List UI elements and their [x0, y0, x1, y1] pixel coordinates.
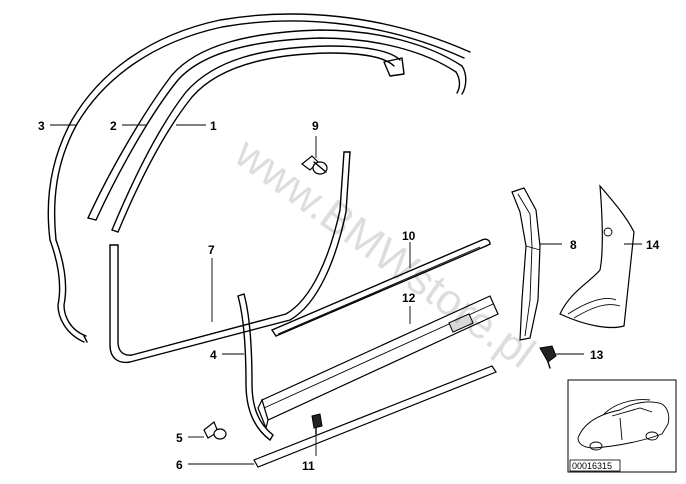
leader-lines: [50, 124, 642, 465]
callout-13: 13: [590, 348, 604, 362]
part-6-lower-sill-seal[interactable]: [253, 365, 497, 468]
part-1-inner-window-seal[interactable]: [111, 45, 405, 233]
watermark: www.BMWstore.pl: [225, 128, 543, 378]
callout-1: 1: [210, 119, 217, 133]
callout-4: 4: [210, 348, 217, 362]
part-10-door-sill-rail[interactable]: [271, 238, 491, 337]
part-2-window-channel[interactable]: [87, 29, 467, 221]
callout-7: 7: [208, 243, 215, 257]
part-7-door-opening-seal[interactable]: [109, 151, 351, 364]
part-8-pillar-trim[interactable]: [511, 187, 541, 341]
callout-8: 8: [570, 238, 577, 252]
vehicle-thumbnail: 00016315: [567, 379, 677, 473]
callout-6: 6: [176, 458, 183, 472]
part-5-clip[interactable]: [203, 421, 227, 440]
part-3-outer-door-seal[interactable]: [47, 13, 471, 343]
car-icon: [577, 399, 670, 451]
part-11-clip[interactable]: [311, 413, 323, 435]
callout-14: 14: [646, 238, 660, 252]
reference-number: 00016315: [572, 461, 612, 471]
part-4-pillar-seal[interactable]: [237, 293, 274, 441]
callout-9: 9: [312, 119, 319, 133]
callout-10: 10: [402, 229, 416, 243]
callout-11: 11: [302, 459, 315, 473]
callout-labels: 3 2 1 7 9 10 12 8 14 4 5 6 11 13: [38, 119, 660, 473]
callout-12: 12: [402, 291, 416, 305]
part-9-clip[interactable]: [301, 155, 328, 175]
callout-2: 2: [110, 119, 117, 133]
part-12-sill-trim-panel[interactable]: [257, 295, 499, 430]
callout-3: 3: [38, 119, 45, 133]
part-13-clip[interactable]: [539, 345, 557, 369]
callout-5: 5: [176, 431, 183, 445]
part-14-pillar-trim-panel[interactable]: [559, 184, 635, 329]
